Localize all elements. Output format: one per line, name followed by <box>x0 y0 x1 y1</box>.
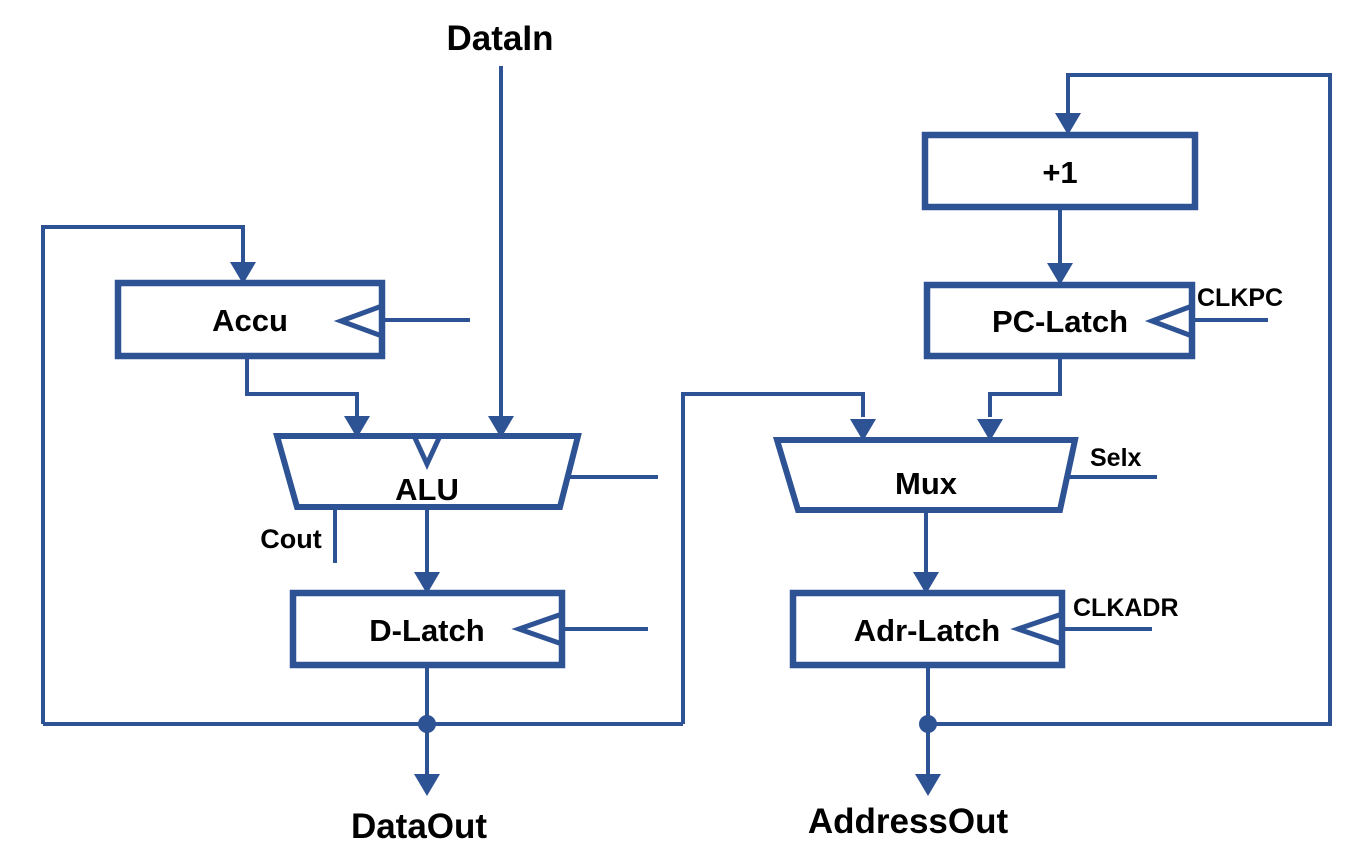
alu-notch <box>412 436 442 470</box>
arrowheads <box>230 113 1081 796</box>
arrow-accu-into-alu <box>344 416 370 438</box>
alu-label: ALU <box>395 472 459 507</box>
mux-shape <box>772 437 1079 513</box>
arrow-into-accu <box>230 262 256 284</box>
pclatch-clock-triangle-icon <box>1144 303 1193 339</box>
arrow-addressout <box>915 774 941 796</box>
clock-triangles <box>333 303 1193 647</box>
datain-label: DataIn <box>447 19 554 58</box>
arrow-alu-into-dlatch <box>414 572 440 594</box>
alu-shape <box>273 433 582 510</box>
addressout-label: AddressOut <box>808 802 1009 841</box>
arrow-mux-into-adrlatch <box>913 572 939 594</box>
arrow-datain-into-alu <box>488 416 514 438</box>
arrow-bus-into-mux <box>850 419 876 441</box>
wire-accu-to-alu <box>245 356 359 416</box>
clkadr-label: CLKADR <box>1073 594 1179 622</box>
pclatch-label: PC-Latch <box>992 304 1128 339</box>
blocks <box>114 131 1199 669</box>
wire-pclatch-to-mux <box>988 355 1062 417</box>
data-bus-junction-dot <box>418 715 436 733</box>
selx-label: Selx <box>1090 444 1142 472</box>
accu-clock-triangle-icon <box>333 303 383 339</box>
labels: DataIn DataOut AddressOut Accu +1 PC-Lat… <box>212 19 1283 846</box>
wire-address-feedback <box>928 73 1332 726</box>
arrow-plus1-into-pclatch <box>1047 263 1073 285</box>
mux-label: Mux <box>895 466 958 501</box>
cout-label: Cout <box>260 524 321 554</box>
plus1-label: +1 <box>1042 155 1077 190</box>
wire-databus-to-mux <box>681 392 865 724</box>
dataout-label: DataOut <box>351 807 487 846</box>
wire-accu-feedback <box>41 225 245 724</box>
arrow-feedback-into-plus1 <box>1055 113 1081 135</box>
arrow-pclatch-into-mux <box>977 419 1003 441</box>
adrlatch-label: Adr-Latch <box>854 613 1000 648</box>
accu-label: Accu <box>212 303 288 338</box>
plus1-box <box>921 131 1199 211</box>
dlatch-label: D-Latch <box>369 613 484 648</box>
adrlatch-clock-triangle-icon <box>1010 611 1063 647</box>
arrow-dataout <box>414 774 440 796</box>
dlatch-clock-triangle-icon <box>511 611 563 647</box>
junction-dots <box>418 715 937 733</box>
address-bus-junction-dot <box>919 715 937 733</box>
clkpc-label: CLKPC <box>1197 284 1283 312</box>
